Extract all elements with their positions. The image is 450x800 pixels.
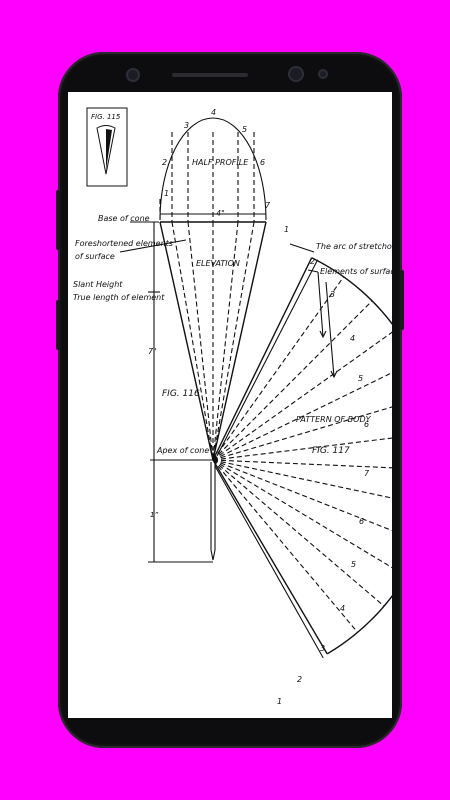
fig115-label: FIG. 115 <box>91 113 121 121</box>
arc-of-stretchout-label: The arc of stretchout <box>316 242 392 251</box>
pattern-of-body-label: PATTERN OF BODY <box>296 415 372 424</box>
profile-number: 1 <box>164 189 169 198</box>
pattern-element-line <box>212 372 392 461</box>
cone-development-diagram: FIG. 115 1 2 3 4 5 6 7 HALF PROFILE Base… <box>73 107 392 706</box>
pattern-element-line <box>212 459 392 532</box>
pattern-number: 2 <box>297 675 302 684</box>
pattern-element-line <box>212 459 392 499</box>
slant-height-label-2: True length of element <box>73 293 165 302</box>
foreshortened-leader-line <box>119 239 187 253</box>
pattern-element-line <box>212 331 392 461</box>
slant-height-label-1: Slant Height <box>73 280 123 289</box>
arrow-head <box>330 370 338 379</box>
elements-leader-line <box>307 269 319 273</box>
pattern-number: 2 <box>310 257 315 266</box>
pattern-element-line <box>212 257 313 461</box>
sensor-icon <box>126 68 140 82</box>
pattern-element-line <box>212 459 359 633</box>
pattern-number: 6 <box>364 420 369 429</box>
pattern-element-line <box>212 459 392 569</box>
pattern-element-line <box>212 406 392 461</box>
pattern-number: 4 <box>350 334 355 343</box>
pattern-number: 3 <box>330 290 335 299</box>
profile-number: 2 <box>162 158 167 167</box>
apex-of-cone-label: Apex of cone <box>156 446 209 455</box>
pattern-number: 4 <box>340 604 345 613</box>
pattern-number: 5 <box>351 560 356 569</box>
pattern-number: 1 <box>277 697 282 706</box>
half-profile-arc <box>159 117 267 221</box>
foreshortened-element <box>187 221 214 461</box>
pattern-number: 5 <box>358 374 363 383</box>
arrow-head <box>319 330 327 339</box>
small-dimension-label: 1” <box>150 511 158 519</box>
profile-number: 3 <box>184 121 189 130</box>
foreshortened-element <box>212 221 239 461</box>
iris-sensor-icon <box>318 69 328 79</box>
profile-number: 5 <box>242 125 247 134</box>
pattern-edge-line <box>214 465 324 659</box>
pattern-element-line <box>212 459 385 607</box>
profile-number: 4 <box>211 108 216 117</box>
pattern-element-line <box>212 459 328 655</box>
pattern-edge-line <box>216 259 319 457</box>
phone-bixby-button <box>56 300 60 350</box>
base-width-label: 4" <box>216 209 225 218</box>
phone-volume-button <box>56 190 60 250</box>
phone-power-button <box>400 270 404 330</box>
elevation-label: ELEVATION <box>196 259 240 268</box>
apex-nozzle <box>210 462 216 561</box>
height-dimension-label: 7" <box>148 347 157 356</box>
pattern-number: 7 <box>364 469 370 478</box>
fig115-cone-icon <box>96 125 116 175</box>
cone-right-edge <box>212 221 267 461</box>
pattern-element-line <box>212 459 392 469</box>
elements-of-surface-label: Elements of surface <box>320 267 392 276</box>
screen: FIG. 115 1 2 3 4 5 6 7 HALF PROFILE Base… <box>68 92 392 718</box>
profile-number: 7 <box>265 201 271 210</box>
fig117-label: FIG. 117 <box>312 446 350 456</box>
surface-arrow-line <box>325 281 335 378</box>
earpiece-speaker <box>172 73 248 77</box>
foreshortened-element <box>212 221 255 461</box>
profile-number: 6 <box>260 158 265 167</box>
stretchout-arc <box>311 257 392 655</box>
cone-left-edge <box>159 221 214 461</box>
surface-arrow-line <box>317 271 324 338</box>
fig115-frame <box>86 107 128 187</box>
foreshortened-label-2: of surface <box>75 252 115 261</box>
pattern-number: 3 <box>320 644 325 653</box>
foreshortened-element <box>171 221 214 461</box>
base-of-cone-label: Base of cone <box>98 214 150 223</box>
fig115-cone-shade <box>106 129 112 170</box>
pattern-element-line <box>212 300 373 461</box>
pattern-element-line <box>212 437 392 461</box>
pattern-number: 1 <box>284 225 289 234</box>
half-profile-label: HALF PROFILE <box>192 158 249 167</box>
front-camera-icon <box>288 66 304 82</box>
pattern-element-line <box>212 276 345 461</box>
pattern-number: 6 <box>359 517 364 526</box>
fig116-label: FIG. 116 <box>162 389 200 399</box>
arc-leader-line <box>289 243 315 253</box>
foreshortened-label-1: Foreshortened elements <box>75 239 173 248</box>
